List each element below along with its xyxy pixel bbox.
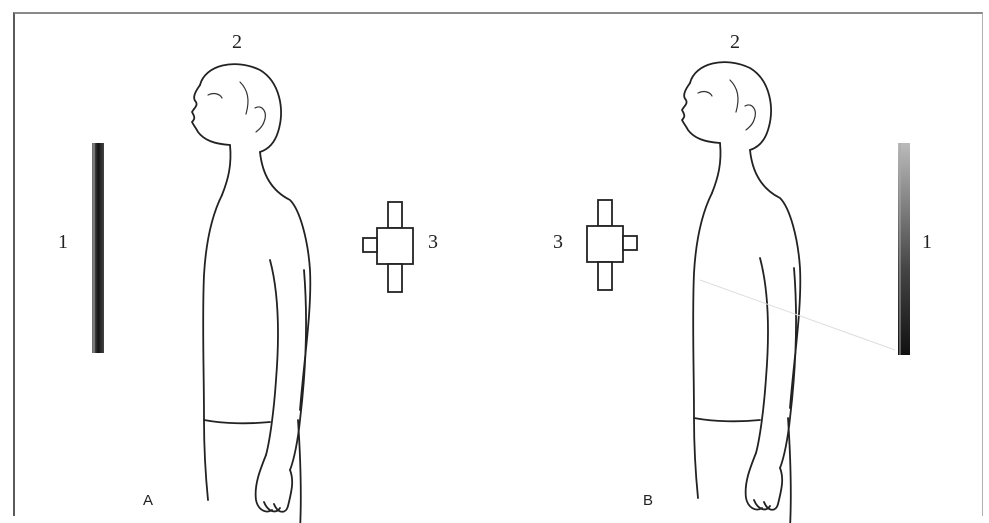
panel-b: 3 2 1 B: [553, 31, 932, 523]
panel-label-a: A: [143, 492, 153, 509]
tube-label-a: 3: [428, 231, 438, 253]
tube-a: [363, 202, 413, 292]
person-a: [192, 64, 310, 523]
tube-label-b: 3: [553, 231, 563, 253]
person-b: [682, 62, 800, 523]
panel-label-b: B: [643, 492, 653, 509]
person-label-b: 2: [730, 31, 740, 53]
plate-label-b: 1: [922, 231, 932, 253]
panel-a: 1 2 3 A: [58, 31, 438, 523]
plate-label-a: 1: [58, 231, 68, 253]
tube-b: [587, 200, 637, 290]
person-label-a: 2: [232, 31, 242, 53]
